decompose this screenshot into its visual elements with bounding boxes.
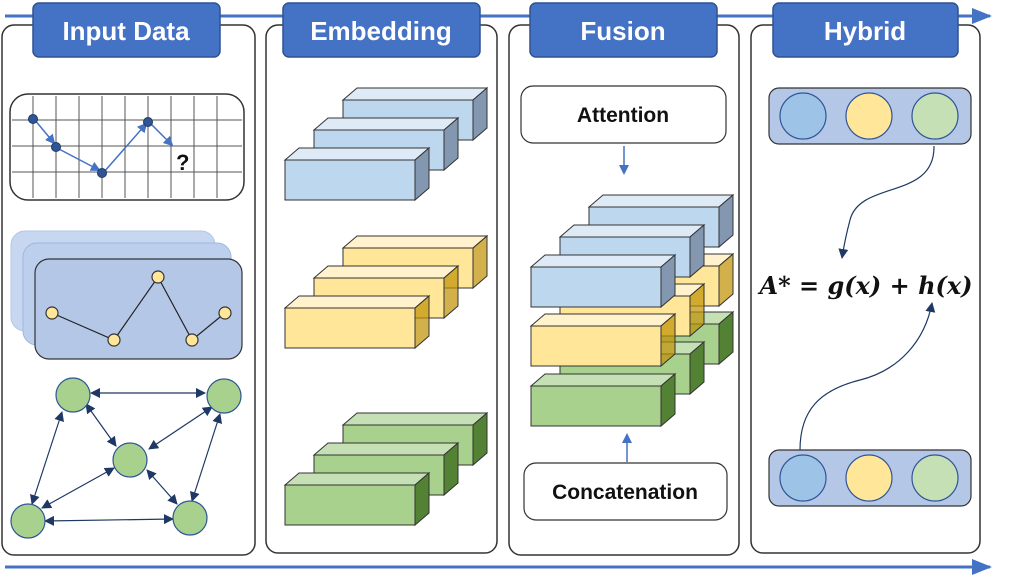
embedding-header: [282, 2, 481, 58]
concatenation-label: Concatenation: [552, 481, 698, 504]
hybrid-header: [772, 2, 959, 58]
fusion-panel: Fusion Attention: [508, 2, 740, 556]
embedding-panel: Embedding: [265, 2, 498, 554]
input-data-header: [32, 2, 221, 58]
fusion-title: Fusion: [580, 16, 665, 46]
question-mark: ?: [176, 150, 189, 175]
top-to-formula-arrow: [838, 145, 935, 259]
grid-trajectory-chart: ?: [9, 93, 245, 201]
hybrid-bottom-capsule: [768, 449, 972, 507]
input-data-panel: Input Data ?: [1, 2, 256, 556]
yellow-embedding-blocks: [283, 234, 489, 350]
hybrid-panel: Hybrid A* = g(x) + h(x): [750, 2, 981, 554]
fusion-header: [529, 2, 718, 58]
attention-label: Attention: [577, 104, 669, 127]
hybrid-title: Hybrid: [824, 16, 906, 46]
stacked-series-cards: [10, 230, 243, 360]
green-embedding-blocks: [283, 411, 489, 527]
hybrid-top-capsule: [768, 87, 972, 145]
concatenation-box: [523, 462, 728, 521]
graph-network: [10, 377, 242, 539]
blue-embedding-blocks: [283, 86, 489, 202]
embedding-title: Embedding: [310, 16, 452, 46]
hybrid-formula: A* = g(x) + h(x): [757, 271, 972, 300]
bottom-to-formula-arrow: [799, 302, 936, 451]
attention-box: [520, 85, 727, 144]
input-data-title: Input Data: [62, 16, 190, 46]
fused-block-stack: [529, 193, 735, 428]
